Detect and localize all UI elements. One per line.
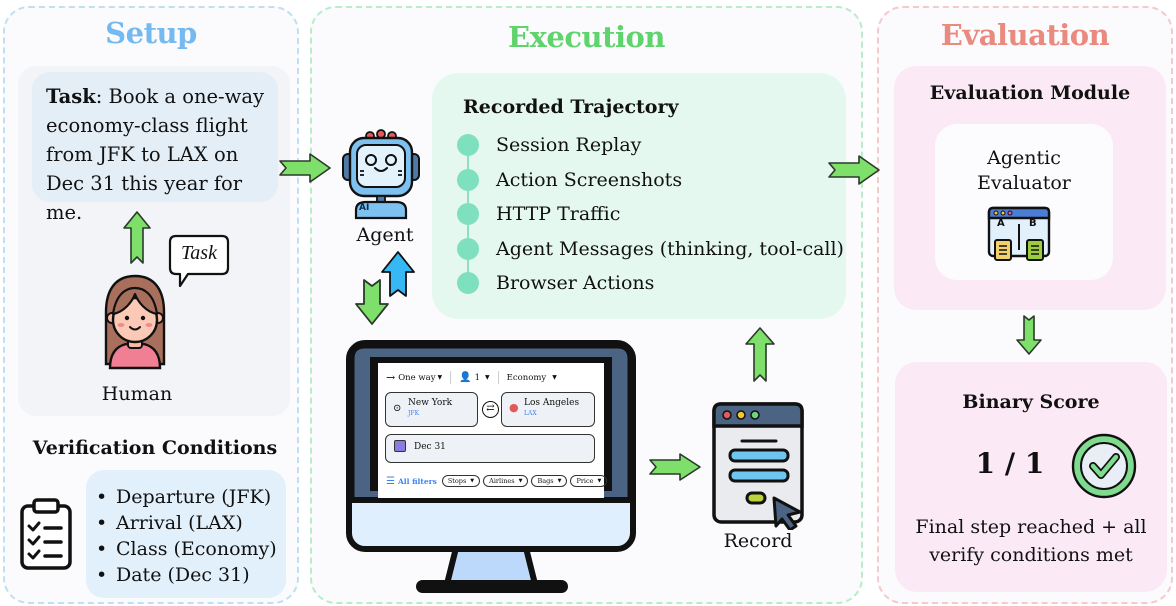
caret-down-icon: ▼	[485, 374, 490, 381]
calendar-icon	[394, 440, 406, 452]
verification-conditions-list: Departure (JFK) Arrival (LAX) Class (Eco…	[86, 470, 286, 598]
arrow-right-icon	[279, 153, 331, 183]
arrow-up-icon	[745, 327, 775, 382]
date-field[interactable]: Dec 31	[385, 434, 595, 463]
check-circle-icon	[1071, 433, 1137, 499]
origin-field[interactable]: ⊙ New York JFK	[385, 392, 478, 427]
passengers-dropdown[interactable]: 1	[474, 372, 481, 383]
human-avatar-icon	[104, 274, 166, 370]
timeline-dot-icon	[457, 203, 479, 225]
person-icon: 👤	[459, 372, 472, 383]
condition-item: Class (Economy)	[96, 536, 286, 562]
setup-title: Setup	[105, 16, 197, 50]
ab-comparison-icon	[987, 206, 1051, 261]
destination-field[interactable]: ● Los Angeles LAX	[501, 392, 595, 427]
ab-icon-label-a: A	[997, 218, 1005, 229]
human-label: Human	[101, 383, 173, 405]
speech-bubble-icon	[168, 234, 230, 288]
browser-screen: → One way ▼ 👤 1 ▼ Economy ▼ ⊙ New York J…	[378, 363, 608, 498]
timeline-dot-icon	[457, 238, 479, 260]
robot-agent-icon	[342, 129, 420, 220]
ab-icon-label-b: B	[1029, 218, 1037, 229]
condition-item: Arrival (LAX)	[96, 510, 286, 536]
agentic-evaluator-label: Agentic Evaluator	[977, 147, 1071, 194]
clipboard-checklist-icon	[20, 498, 72, 570]
task-label: Task	[46, 85, 96, 108]
score-value: 1 / 1	[975, 447, 1045, 480]
caret-down-icon: ▼	[597, 478, 602, 484]
arrow-right-icon	[828, 155, 880, 185]
record-label: Record	[723, 530, 793, 552]
condition-item: Departure (JFK)	[96, 484, 286, 510]
recorded-trajectory-box	[432, 73, 846, 319]
agent-ai-badge: AI	[359, 203, 370, 213]
trip-type-dropdown[interactable]: One way	[398, 372, 436, 383]
arrow-right-icon: →	[386, 371, 396, 384]
location-pin-icon: ●	[509, 401, 519, 414]
trajectory-item: Action Screenshots	[457, 168, 682, 192]
timeline-dot-icon	[457, 169, 479, 191]
trajectory-item: Session Replay	[457, 133, 641, 157]
recorded-trajectory-title: Recorded Trajectory	[463, 96, 679, 118]
timeline-dot-icon	[457, 272, 479, 294]
condition-item: Date (Dec 31)	[96, 562, 286, 588]
evaluation-module-title: Evaluation Module	[929, 82, 1131, 104]
cabin-class-dropdown[interactable]: Economy	[506, 372, 547, 383]
score-description: Final step reached + all verify conditio…	[915, 516, 1147, 566]
agent-browser-arrows-icon	[355, 251, 415, 325]
filter-chip-price[interactable]: Price▼	[570, 475, 608, 487]
record-browser-window-icon	[712, 402, 804, 530]
filter-chip-bags[interactable]: Bags▼	[531, 475, 568, 487]
trajectory-item: Browser Actions	[457, 271, 654, 295]
verification-conditions-title: Verification Conditions	[32, 437, 278, 459]
execution-title: Execution	[508, 20, 665, 54]
all-filters-button[interactable]: All filters	[397, 476, 437, 486]
arrow-right-icon	[649, 453, 701, 481]
speech-bubble-text: Task	[181, 242, 217, 264]
timeline-dot-icon	[457, 134, 479, 156]
task-text: : Book a one-way economy-class flight fr…	[46, 85, 264, 224]
caret-down-icon: ▼	[470, 478, 475, 484]
filter-chip-airlines[interactable]: Airlines▼	[483, 475, 529, 487]
trajectory-item: HTTP Traffic	[457, 202, 620, 226]
origin-dot-icon: ⊙	[393, 403, 402, 414]
evaluation-title: Evaluation	[940, 18, 1110, 52]
filter-chip-stops[interactable]: Stops▼	[441, 475, 481, 487]
binary-score-title: Binary Score	[962, 391, 1100, 413]
task-box: Task: Book a one-way economy-class fligh…	[32, 72, 278, 224]
caret-down-icon: ▼	[557, 478, 562, 484]
swap-icon[interactable]: ⇄	[482, 401, 499, 418]
agent-label: Agent	[356, 224, 414, 246]
filter-icon: ☰	[386, 475, 395, 487]
caret-down-icon: ▼	[518, 478, 523, 484]
caret-down-icon: ▼	[437, 374, 443, 381]
arrow-down-icon	[1016, 315, 1042, 355]
caret-down-icon: ▼	[552, 374, 557, 381]
trajectory-item: Agent Messages (thinking, tool-call)	[457, 237, 844, 261]
arrow-up-icon	[123, 211, 151, 264]
